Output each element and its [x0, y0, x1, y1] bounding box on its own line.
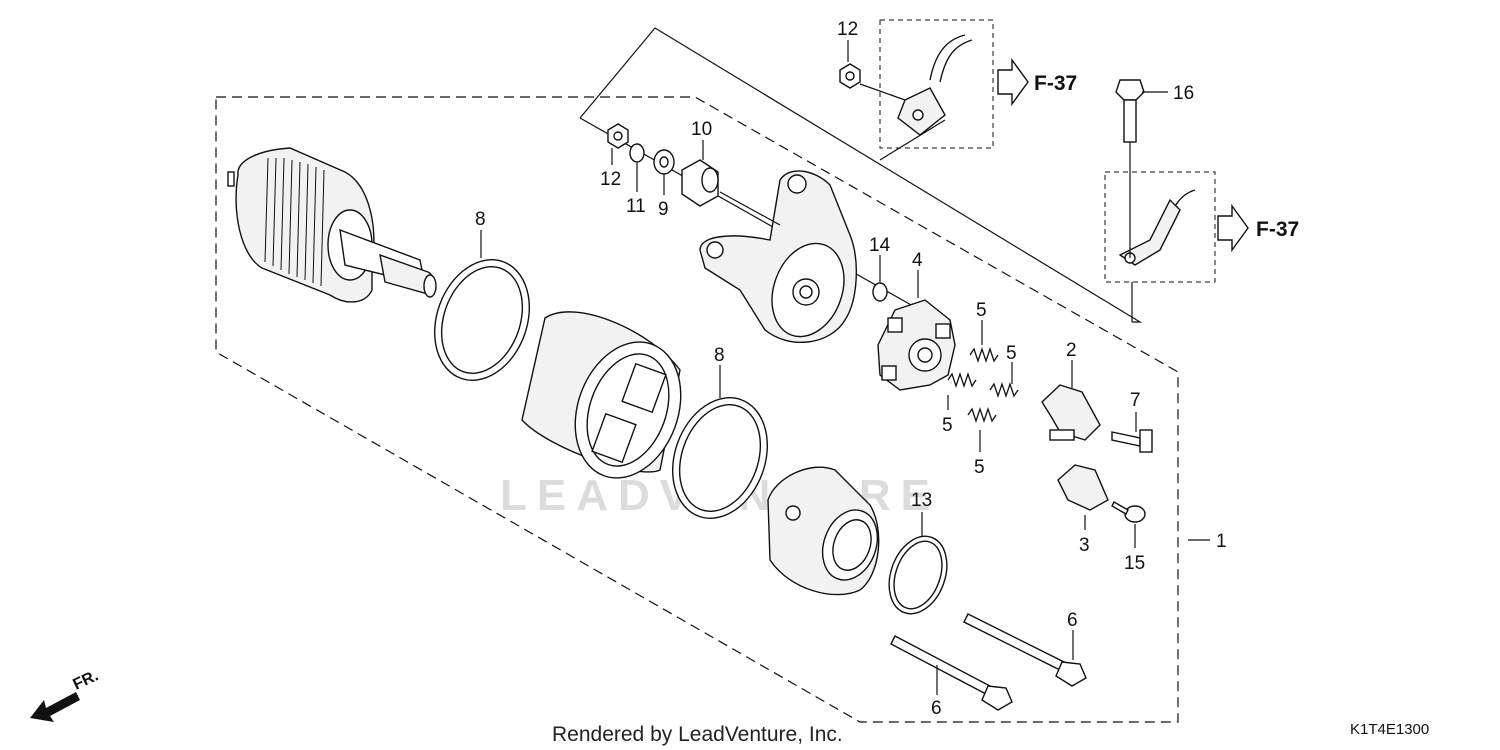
screw-15 — [1111, 501, 1146, 523]
callout-13: 13 — [911, 490, 932, 511]
callout-5-a: 5 — [976, 300, 987, 321]
assembly-outline — [215, 96, 1179, 723]
insulator-9 — [653, 149, 675, 175]
callout-10: 10 — [691, 119, 712, 140]
direction-label: FR. — [71, 667, 102, 693]
brush-springs — [947, 346, 1019, 424]
o-ring-right — [671, 397, 769, 519]
brush-terminal-2 — [1041, 384, 1101, 441]
o-ring-left — [433, 259, 531, 381]
reference-label-top: F-37 — [1034, 72, 1077, 95]
bolt-16 — [1115, 79, 1145, 143]
callout-7: 7 — [1130, 390, 1141, 411]
cable-box-leader — [879, 119, 946, 161]
callout-12-b: 12 — [837, 19, 858, 40]
callout-9: 9 — [658, 199, 669, 220]
callout-5-d: 5 — [974, 457, 985, 478]
callout-6-a: 6 — [1067, 610, 1078, 631]
nut-12-upper — [839, 63, 861, 89]
washer-14 — [872, 282, 888, 302]
callout-5-b: 5 — [1006, 343, 1017, 364]
cable-detail-box-top — [879, 19, 994, 149]
through-bolt-upper — [963, 613, 1087, 687]
callout-11: 11 — [626, 196, 646, 217]
callout-8-a: 8 — [475, 209, 486, 230]
callout-2: 2 — [1066, 340, 1077, 361]
yoke — [521, 311, 682, 479]
nut-leader — [859, 83, 906, 101]
screw-7 — [1111, 429, 1153, 453]
washer-11 — [629, 143, 645, 163]
callout-15: 15 — [1124, 553, 1145, 574]
reference-arrow-top: F-37 — [997, 57, 1077, 107]
cable-detail-box-right — [1104, 171, 1216, 283]
callout-3: 3 — [1079, 535, 1090, 556]
callout-16: 16 — [1173, 83, 1194, 104]
reference-arrow-right: F-37 — [1217, 203, 1299, 253]
rear-cover — [699, 170, 858, 343]
callout-1: 1 — [1216, 531, 1227, 552]
brush-holder — [877, 299, 956, 391]
rendered-by-credit: Rendered by LeadVenture, Inc. — [552, 723, 843, 746]
callout-4: 4 — [912, 250, 923, 271]
nut-12-lower — [607, 123, 629, 149]
callout-6-b: 6 — [931, 698, 942, 719]
collar-10 — [681, 159, 719, 207]
callout-14: 14 — [869, 235, 891, 256]
brush-terminal-3 — [1057, 464, 1109, 511]
starter-cable-terminal — [897, 34, 973, 136]
diagram-code: K1T4E1300 — [1350, 721, 1429, 738]
through-bolt-lower — [890, 635, 1013, 711]
terminal-stud-line — [719, 191, 781, 226]
leader-box-top — [579, 27, 1143, 323]
callout-8-b: 8 — [714, 345, 725, 366]
front-direction-indicator: FR. — [30, 667, 101, 722]
callout-leaders — [480, 40, 1210, 695]
armature — [227, 147, 437, 303]
o-ring-13 — [888, 535, 948, 615]
reference-label-right: F-37 — [1256, 218, 1299, 241]
ground-cable-terminal — [1118, 189, 1196, 266]
front-cover — [767, 466, 880, 596]
callout-12-a: 12 — [600, 169, 621, 190]
callout-5-c: 5 — [942, 415, 953, 436]
